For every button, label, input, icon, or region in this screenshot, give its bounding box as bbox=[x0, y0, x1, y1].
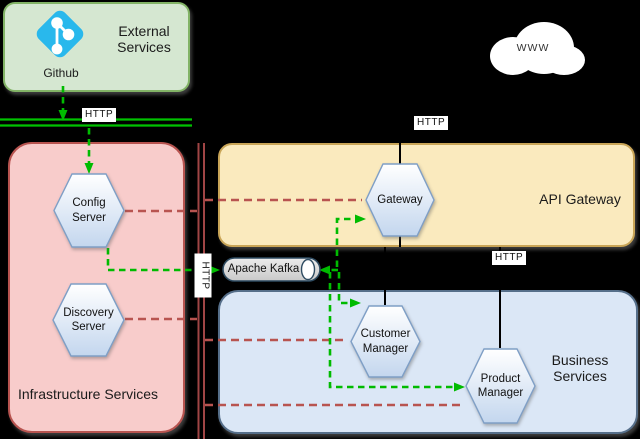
cloud-icon bbox=[490, 22, 585, 75]
product-manager-node: Product Manager bbox=[465, 348, 536, 424]
kafka-label: Apache Kafka bbox=[227, 263, 300, 276]
git-icon bbox=[33, 8, 87, 62]
infrastructure-services-label: Infrastructure Services bbox=[17, 386, 159, 402]
github-label: Github bbox=[43, 66, 79, 80]
http-label-gateway-business: HTTP bbox=[492, 251, 527, 265]
www-cloud: WWW bbox=[489, 20, 586, 76]
www-label: WWW bbox=[516, 42, 550, 54]
queue-cylinder-icon bbox=[222, 257, 321, 282]
discovery-server-node: Discovery Server bbox=[52, 283, 125, 357]
hexagon-icon bbox=[52, 283, 125, 357]
hexagon-icon bbox=[53, 173, 125, 248]
http-label-top-bus: HTTP bbox=[82, 108, 117, 122]
config-server-label: Config Server bbox=[72, 197, 106, 224]
hexagon-icon bbox=[465, 348, 536, 424]
product-manager-label: Product Manager bbox=[477, 372, 524, 399]
http-label-kafka-bus: HTTP bbox=[194, 253, 212, 298]
customer-manager-label: Customer Manager bbox=[360, 328, 411, 355]
external-services-box bbox=[3, 2, 190, 92]
config-server-node: Config Server bbox=[53, 173, 125, 248]
external-services-label: External Services bbox=[117, 23, 171, 56]
hexagon-icon bbox=[365, 163, 435, 237]
gateway-label: Gateway bbox=[377, 193, 423, 206]
discovery-server-label: Discovery Server bbox=[63, 306, 114, 333]
api-gateway-label: API Gateway bbox=[539, 191, 621, 207]
http-label-gateway-top: HTTP bbox=[414, 116, 449, 130]
gateway-node: Gateway bbox=[365, 163, 435, 237]
kafka-node: Apache Kafka bbox=[222, 257, 321, 282]
customer-manager-node: Customer Manager bbox=[350, 305, 421, 378]
business-services-label: Business Services bbox=[551, 352, 609, 385]
hexagon-icon bbox=[350, 305, 421, 378]
